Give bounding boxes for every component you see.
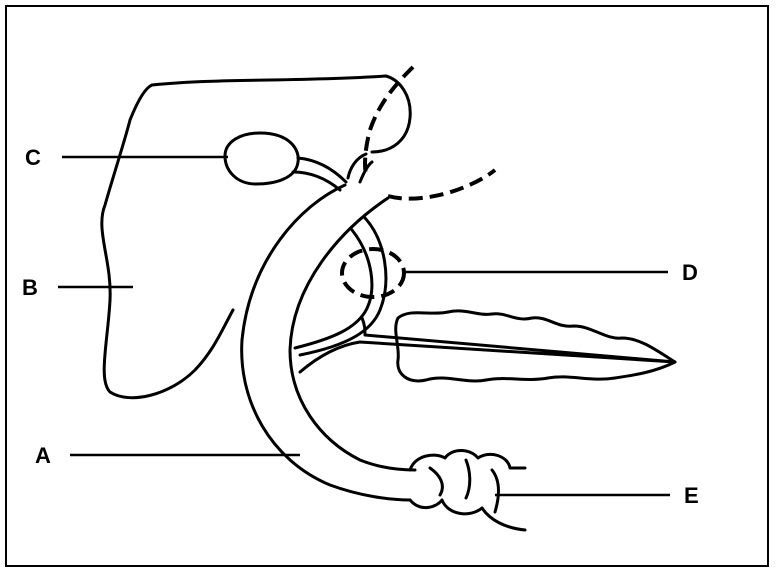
dashed-upper-structure <box>365 67 413 175</box>
label-c: C <box>25 145 41 170</box>
label-a: A <box>35 443 51 468</box>
label-d: D <box>682 260 698 285</box>
pancreatic-duct <box>300 318 675 372</box>
gallbladder <box>225 133 298 184</box>
label-b: B <box>22 275 38 300</box>
label-e: E <box>684 483 699 508</box>
liver-outline <box>102 76 410 398</box>
duodenum-structure <box>410 451 525 531</box>
hepatic-duct <box>348 154 372 182</box>
cystic-duct <box>293 158 346 190</box>
dashed-stomach-edge <box>388 170 495 199</box>
